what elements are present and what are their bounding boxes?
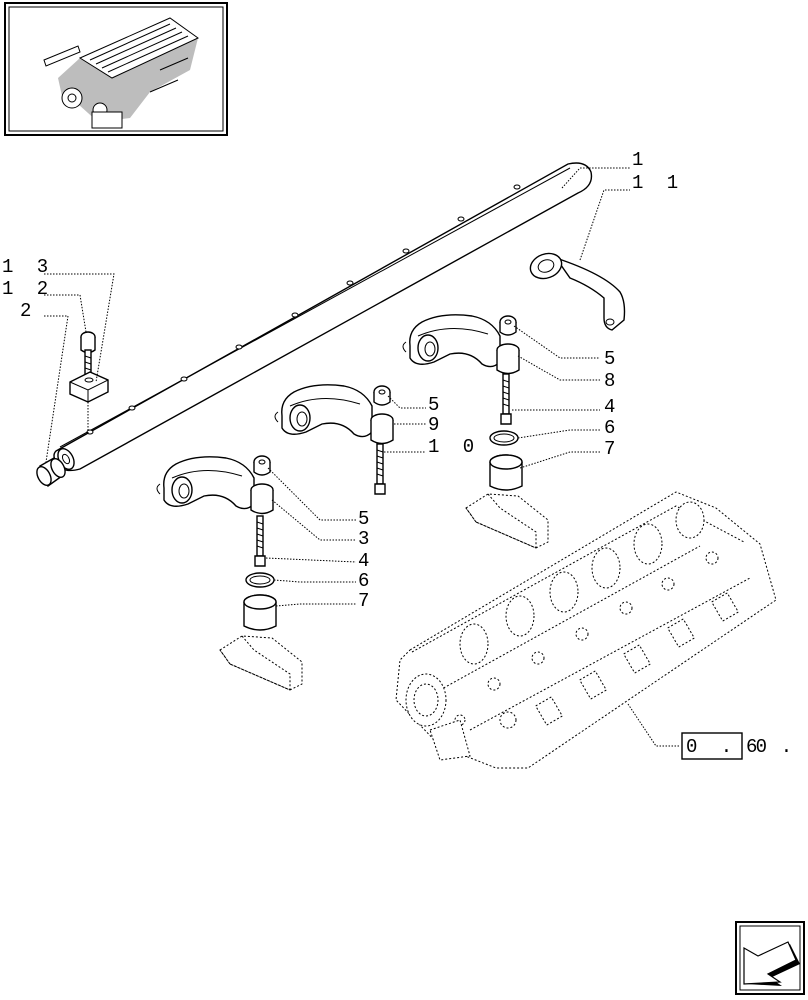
rocker-assembly-left bbox=[156, 455, 303, 691]
engine-icon bbox=[43, 17, 199, 129]
next-page-arrow-icon[interactable] bbox=[735, 921, 805, 995]
engine-thumbnail[interactable] bbox=[4, 2, 228, 136]
rocker-shaft bbox=[53, 162, 593, 472]
callout-1: 1 bbox=[632, 149, 649, 171]
cross-reference[interactable]: 0 . 0 6 . 0 bbox=[681, 732, 808, 760]
leader-lines bbox=[44, 167, 680, 747]
callout-11: 1 1 bbox=[632, 172, 684, 194]
reference-rest: 6 . 0 bbox=[746, 736, 808, 758]
callout-9: 9 bbox=[428, 414, 445, 436]
shaft-support-block bbox=[69, 371, 109, 403]
callout-4-left: 4 bbox=[358, 550, 375, 572]
callouts: 1 1 1 1 3 1 2 2 5 8 4 6 7 5 9 1 0 5 3 4 … bbox=[2, 149, 684, 612]
callout-4-right: 4 bbox=[604, 396, 621, 418]
callout-5-right: 5 bbox=[604, 348, 621, 370]
callout-7-right: 7 bbox=[604, 438, 621, 460]
head-bolt-holes bbox=[454, 551, 719, 729]
callout-6-left: 6 bbox=[358, 570, 375, 592]
callout-2: 2 bbox=[20, 300, 37, 322]
cylinder-head bbox=[395, 491, 777, 769]
shaft-support-bolt bbox=[80, 331, 96, 377]
head-side-ports bbox=[535, 592, 739, 726]
rocker-assembly-right bbox=[402, 314, 549, 549]
shaft-oil-holes bbox=[86, 184, 521, 435]
callout-6-right: 6 bbox=[604, 417, 621, 439]
callout-12: 1 2 bbox=[2, 278, 54, 300]
callout-5-left: 5 bbox=[358, 508, 375, 530]
callout-5-middle: 5 bbox=[428, 394, 445, 416]
head-bores bbox=[405, 501, 705, 727]
reference-boxed: 0 . 0 bbox=[686, 736, 773, 758]
callout-10: 1 0 bbox=[428, 436, 480, 458]
shaft-end-plug bbox=[36, 457, 66, 488]
callout-8: 8 bbox=[604, 370, 621, 392]
callout-7-left: 7 bbox=[358, 590, 375, 612]
callout-13: 1 3 bbox=[2, 256, 54, 278]
rocker-assembly-middle bbox=[274, 384, 394, 495]
callout-3: 3 bbox=[358, 528, 375, 550]
oil-pipe bbox=[529, 252, 626, 331]
